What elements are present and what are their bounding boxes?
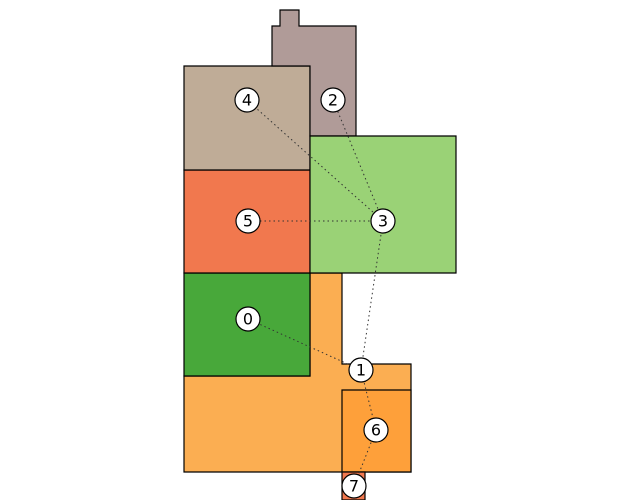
room-4 (183, 65, 311, 171)
edge-3-2 (332, 99, 384, 222)
node-label-5: 5 (243, 212, 253, 231)
edge-3-4 (246, 99, 384, 222)
node-circle-3 (370, 208, 396, 234)
node-circle-1 (348, 357, 374, 383)
node-2: 2 (320, 87, 346, 113)
node-label-6: 6 (371, 421, 381, 440)
node-circle-6 (363, 417, 389, 443)
node-6: 6 (363, 417, 389, 443)
node-label-2: 2 (328, 91, 338, 110)
node-label-7: 7 (349, 477, 359, 496)
node-label-4: 4 (242, 91, 252, 110)
node-circle-4 (234, 87, 260, 113)
node-circle-2 (320, 87, 346, 113)
node-0: 0 (235, 306, 261, 332)
node-label-3: 3 (378, 212, 388, 231)
room-3 (309, 135, 457, 274)
node-label-0: 0 (243, 310, 253, 329)
node-7: 7 (341, 473, 367, 499)
rooms-layer (183, 9, 457, 500)
room-nodes: 0 1 2 3 4 5 6 7 (234, 87, 396, 499)
node-1: 1 (348, 357, 374, 383)
node-circle-0 (235, 306, 261, 332)
node-4: 4 (234, 87, 260, 113)
node-5: 5 (235, 208, 261, 234)
node-circle-7 (341, 473, 367, 499)
node-circle-5 (235, 208, 261, 234)
node-3: 3 (370, 208, 396, 234)
node-label-1: 1 (356, 361, 366, 380)
